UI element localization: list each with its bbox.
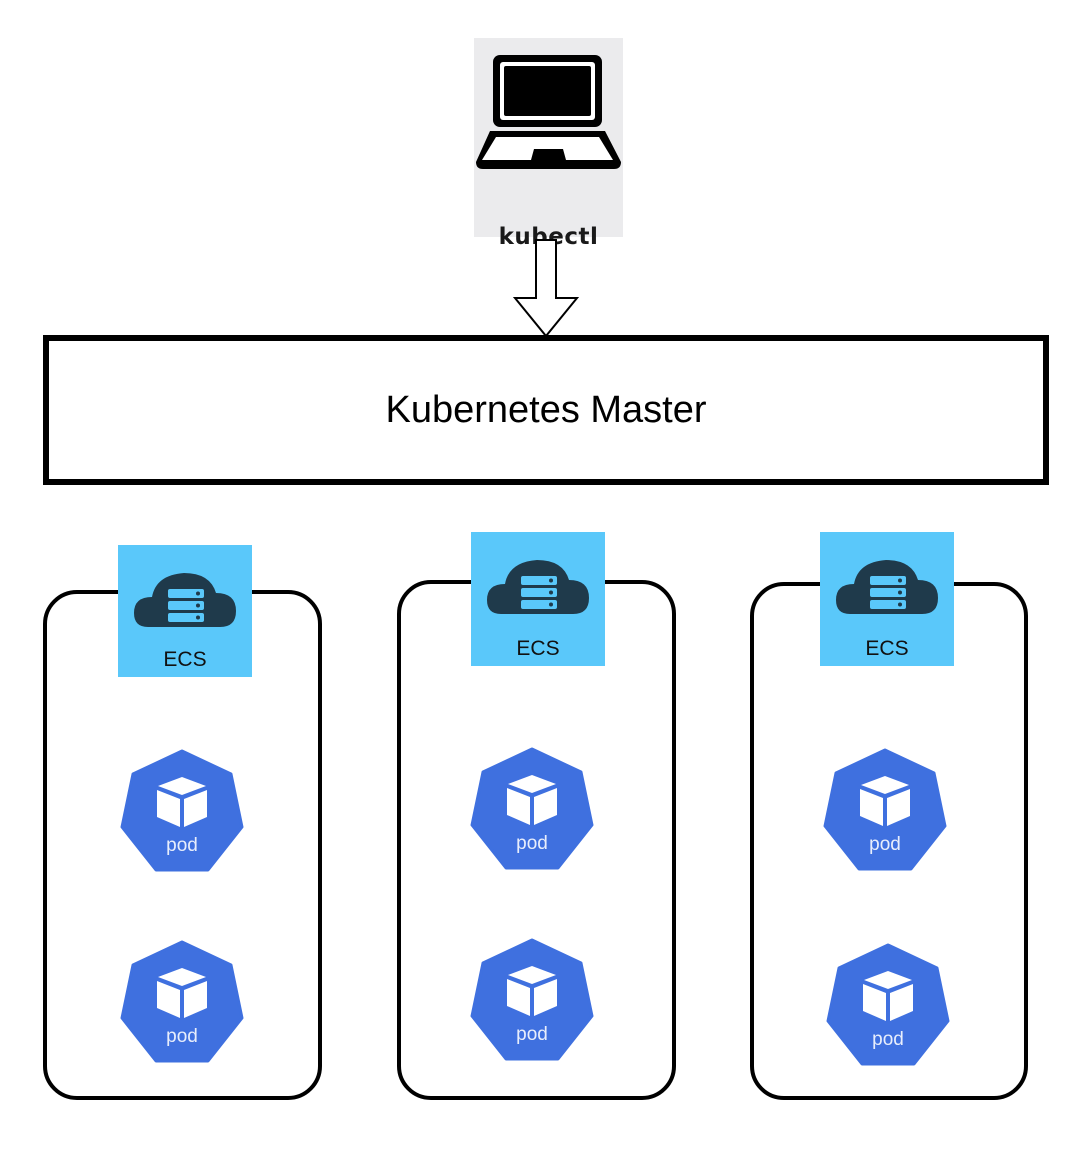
pod-label: pod bbox=[869, 834, 901, 855]
pod-label: pod bbox=[166, 835, 198, 856]
pod: pod bbox=[470, 938, 594, 1062]
pod: pod bbox=[120, 940, 244, 1064]
hollow-down-arrow-icon bbox=[512, 239, 580, 338]
pod: pod bbox=[826, 943, 950, 1067]
cube-icon bbox=[470, 747, 594, 870]
cloud-server-icon bbox=[487, 560, 589, 614]
ecs-label: ECS bbox=[163, 648, 207, 671]
ecs-label: ECS bbox=[516, 637, 560, 660]
master-title: Kubernetes Master bbox=[385, 388, 707, 431]
laptop-icon bbox=[476, 55, 621, 169]
cloud-server-icon bbox=[836, 560, 938, 614]
pod-label: pod bbox=[516, 833, 548, 854]
ecs-instance-3: ECS bbox=[820, 532, 954, 666]
cloud-server-icon bbox=[134, 573, 236, 627]
kubectl-client: kubectl bbox=[474, 38, 623, 250]
ecs-instance-1: ECS bbox=[118, 545, 252, 677]
cube-icon bbox=[120, 749, 244, 872]
pod: pod bbox=[120, 749, 244, 873]
pod-label: pod bbox=[516, 1024, 548, 1045]
cube-icon bbox=[826, 943, 950, 1066]
pod-label: pod bbox=[872, 1029, 904, 1050]
cube-icon bbox=[823, 748, 947, 871]
kubernetes-master-box: Kubernetes Master bbox=[43, 335, 1049, 485]
pod-label: pod bbox=[166, 1026, 198, 1047]
pod: pod bbox=[823, 748, 947, 872]
cube-icon bbox=[470, 938, 594, 1061]
cube-icon bbox=[120, 940, 244, 1063]
ecs-label: ECS bbox=[865, 637, 909, 660]
pod: pod bbox=[470, 747, 594, 871]
ecs-instance-2: ECS bbox=[471, 532, 605, 666]
